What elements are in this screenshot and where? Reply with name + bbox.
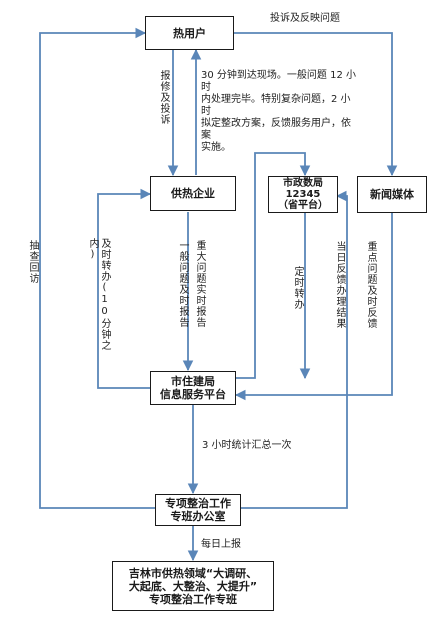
node-heating-company: 供热企业: [150, 176, 236, 211]
node-special-office-label: 专项整治工作 专班办公室: [165, 497, 231, 523]
label-response: 30 分钟到达现场。一般问题 12 小时 内处理完毕。特别复杂问题，2 小时 拟…: [201, 70, 356, 153]
edge-media-to-platform: [234, 212, 393, 401]
label-repair: 报修及投诉: [158, 70, 169, 125]
node-special-office: 专项整治工作 专班办公室: [155, 494, 241, 526]
label-summary: 3 小时统计汇总一次: [202, 440, 292, 451]
label-transfer-timely: 及时转办(10分钟之内): [87, 238, 110, 351]
node-info-platform: 市住建局 信息服务平台: [150, 371, 236, 405]
label-major-report: 重大问题实时报告: [194, 240, 205, 328]
node-news-media-label: 新闻媒体: [370, 188, 414, 201]
node-gov-data-bureau-label: 市政数局 12345 （省平台）: [278, 178, 328, 211]
label-timed-transfer: 定时转办: [292, 266, 303, 310]
node-gov-data-bureau: 市政数局 12345 （省平台）: [268, 176, 338, 213]
edge-platform-to-company: [97, 188, 152, 389]
node-final-team: 吉林市供热领域“大调研、 大起底、大整治、大提升” 专项整治工作专班: [112, 561, 274, 611]
label-general-report: 一般问题及时报告: [177, 240, 188, 328]
node-final-team-label: 吉林市供热领域“大调研、 大起底、大整治、大提升” 专项整治工作专班: [128, 566, 258, 606]
edge-platform-to-bureau: [236, 152, 311, 379]
node-heat-user-label: 热用户: [173, 26, 206, 40]
node-heating-company-label: 供热企业: [171, 187, 215, 200]
label-spot-check: 抽查回访: [27, 240, 38, 284]
label-complaint: 投诉及反映问题: [270, 13, 340, 24]
label-key-feedback: 重点问题及时反馈: [365, 241, 376, 329]
node-news-media: 新闻媒体: [357, 176, 427, 213]
node-info-platform-label: 市住建局 信息服务平台: [160, 375, 226, 401]
edge-user-to-media: [234, 32, 398, 177]
label-daily: 每日上报: [201, 539, 241, 550]
node-heat-user: 热用户: [145, 16, 234, 50]
label-same-day: 当日反馈办理结果: [334, 241, 345, 329]
edge-office-to-bureau: [240, 190, 348, 509]
edge-office-to-user: [39, 27, 155, 509]
